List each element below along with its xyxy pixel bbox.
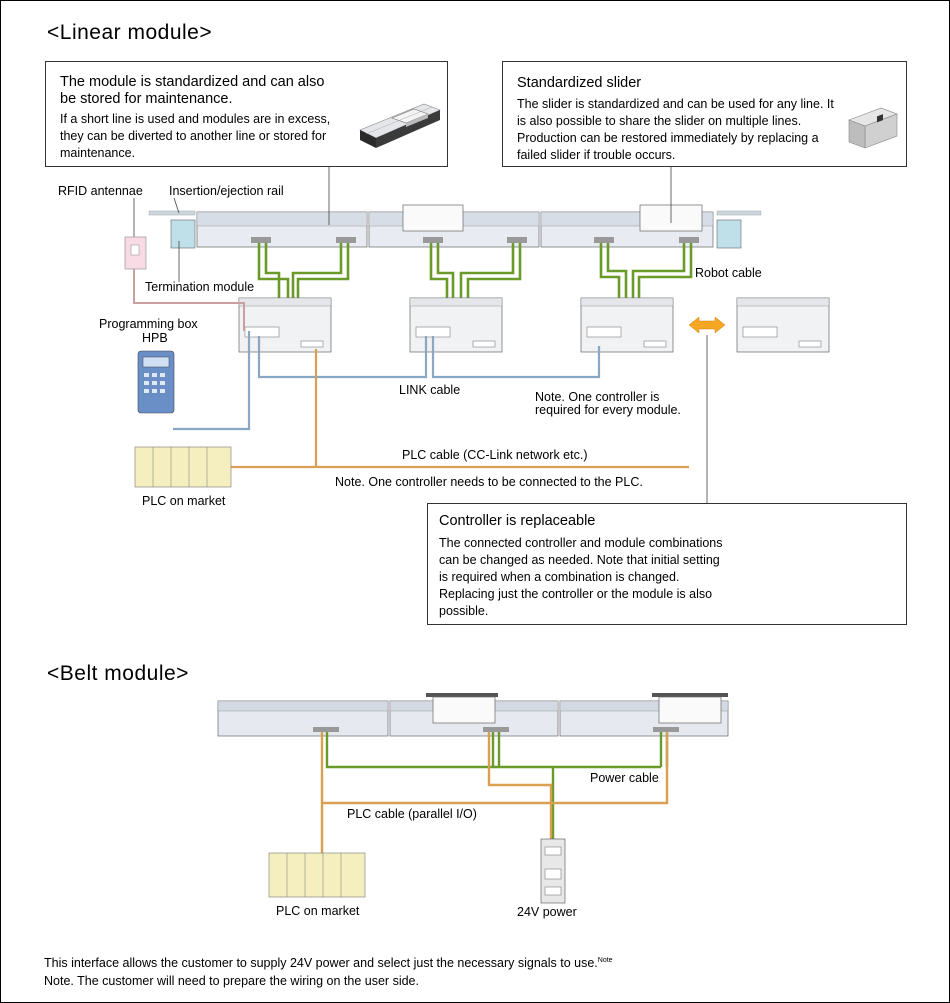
rail-label: Insertion/ejection rail [169,184,284,198]
box2-body: The slider is standardized and can be us… [517,97,834,162]
termination-module-right [716,219,742,249]
prog-box-label: Programming box [99,317,198,331]
note-plc-label: Note. One controller needs to be connect… [335,475,643,489]
belt-plc-market-label: PLC on market [276,904,360,918]
controller-3 [580,297,674,353]
hpb-label: HPB [142,331,168,345]
standardized-slider-box: Standardized slider The slider is standa… [502,61,907,167]
box1-heading: The module is standardized and can also … [60,74,325,107]
plc-icon [134,446,232,488]
note-controller-label: Note. One controller is required for eve… [535,390,681,417]
belt-plc-cable-label: PLC cable (parallel I/O) [347,807,477,821]
plc-market-label: PLC on market [142,494,226,508]
power-supply-icon [540,838,566,904]
linear-module-title: <Linear module> [47,21,213,44]
rfid-label: RFID antennae [58,184,143,198]
belt-module-1 [217,700,389,737]
box2-heading: Standardized slider [517,75,642,91]
controller-2 [409,297,503,353]
linear-module-1 [196,211,368,248]
belt-module-title: <Belt module> [47,662,189,685]
belt-module-3 [559,693,729,737]
slider-image [848,107,898,149]
controller-replaceable-box: Controller is replaceable The connected … [427,503,907,625]
belt-plc-icon [268,852,366,898]
footer-line1-sup: Note [597,956,613,964]
box3-body: The connected controller and module comb… [439,536,723,618]
robot-cable-label: Robot cable [695,266,762,280]
hpb-icon [137,350,175,414]
termination-module-left [170,219,196,249]
belt-module-2 [389,693,559,737]
link-cable-label: LINK cable [399,383,461,397]
belt-power-cable-label: Power cable [590,771,659,785]
power24-label: 24V power [517,905,577,919]
swap-arrow-icon [688,316,726,334]
module-image [359,103,441,148]
linear-module-3 [540,204,714,248]
controller-spare [736,297,830,353]
box3-heading: Controller is replaceable [439,513,596,529]
insertion-rail-left [148,210,196,216]
insertion-rail-right [716,210,762,216]
footer-line1: This interface allows the customer to su… [44,956,613,970]
module-standardized-box: The module is standardized and can also … [45,61,448,167]
footer-line2: Note. The customer will need to prepare … [44,974,419,988]
box1-body: If a short line is used and modules are … [60,112,331,160]
plc-cable-label: PLC cable (CC-Link network etc.) [402,448,588,462]
footer-line1-text: This interface allows the customer to su… [44,956,598,970]
linear-module-2 [368,204,540,248]
termination-label: Termination module [145,280,255,294]
belt-module-diagram [217,693,729,904]
controller-1 [238,297,332,353]
